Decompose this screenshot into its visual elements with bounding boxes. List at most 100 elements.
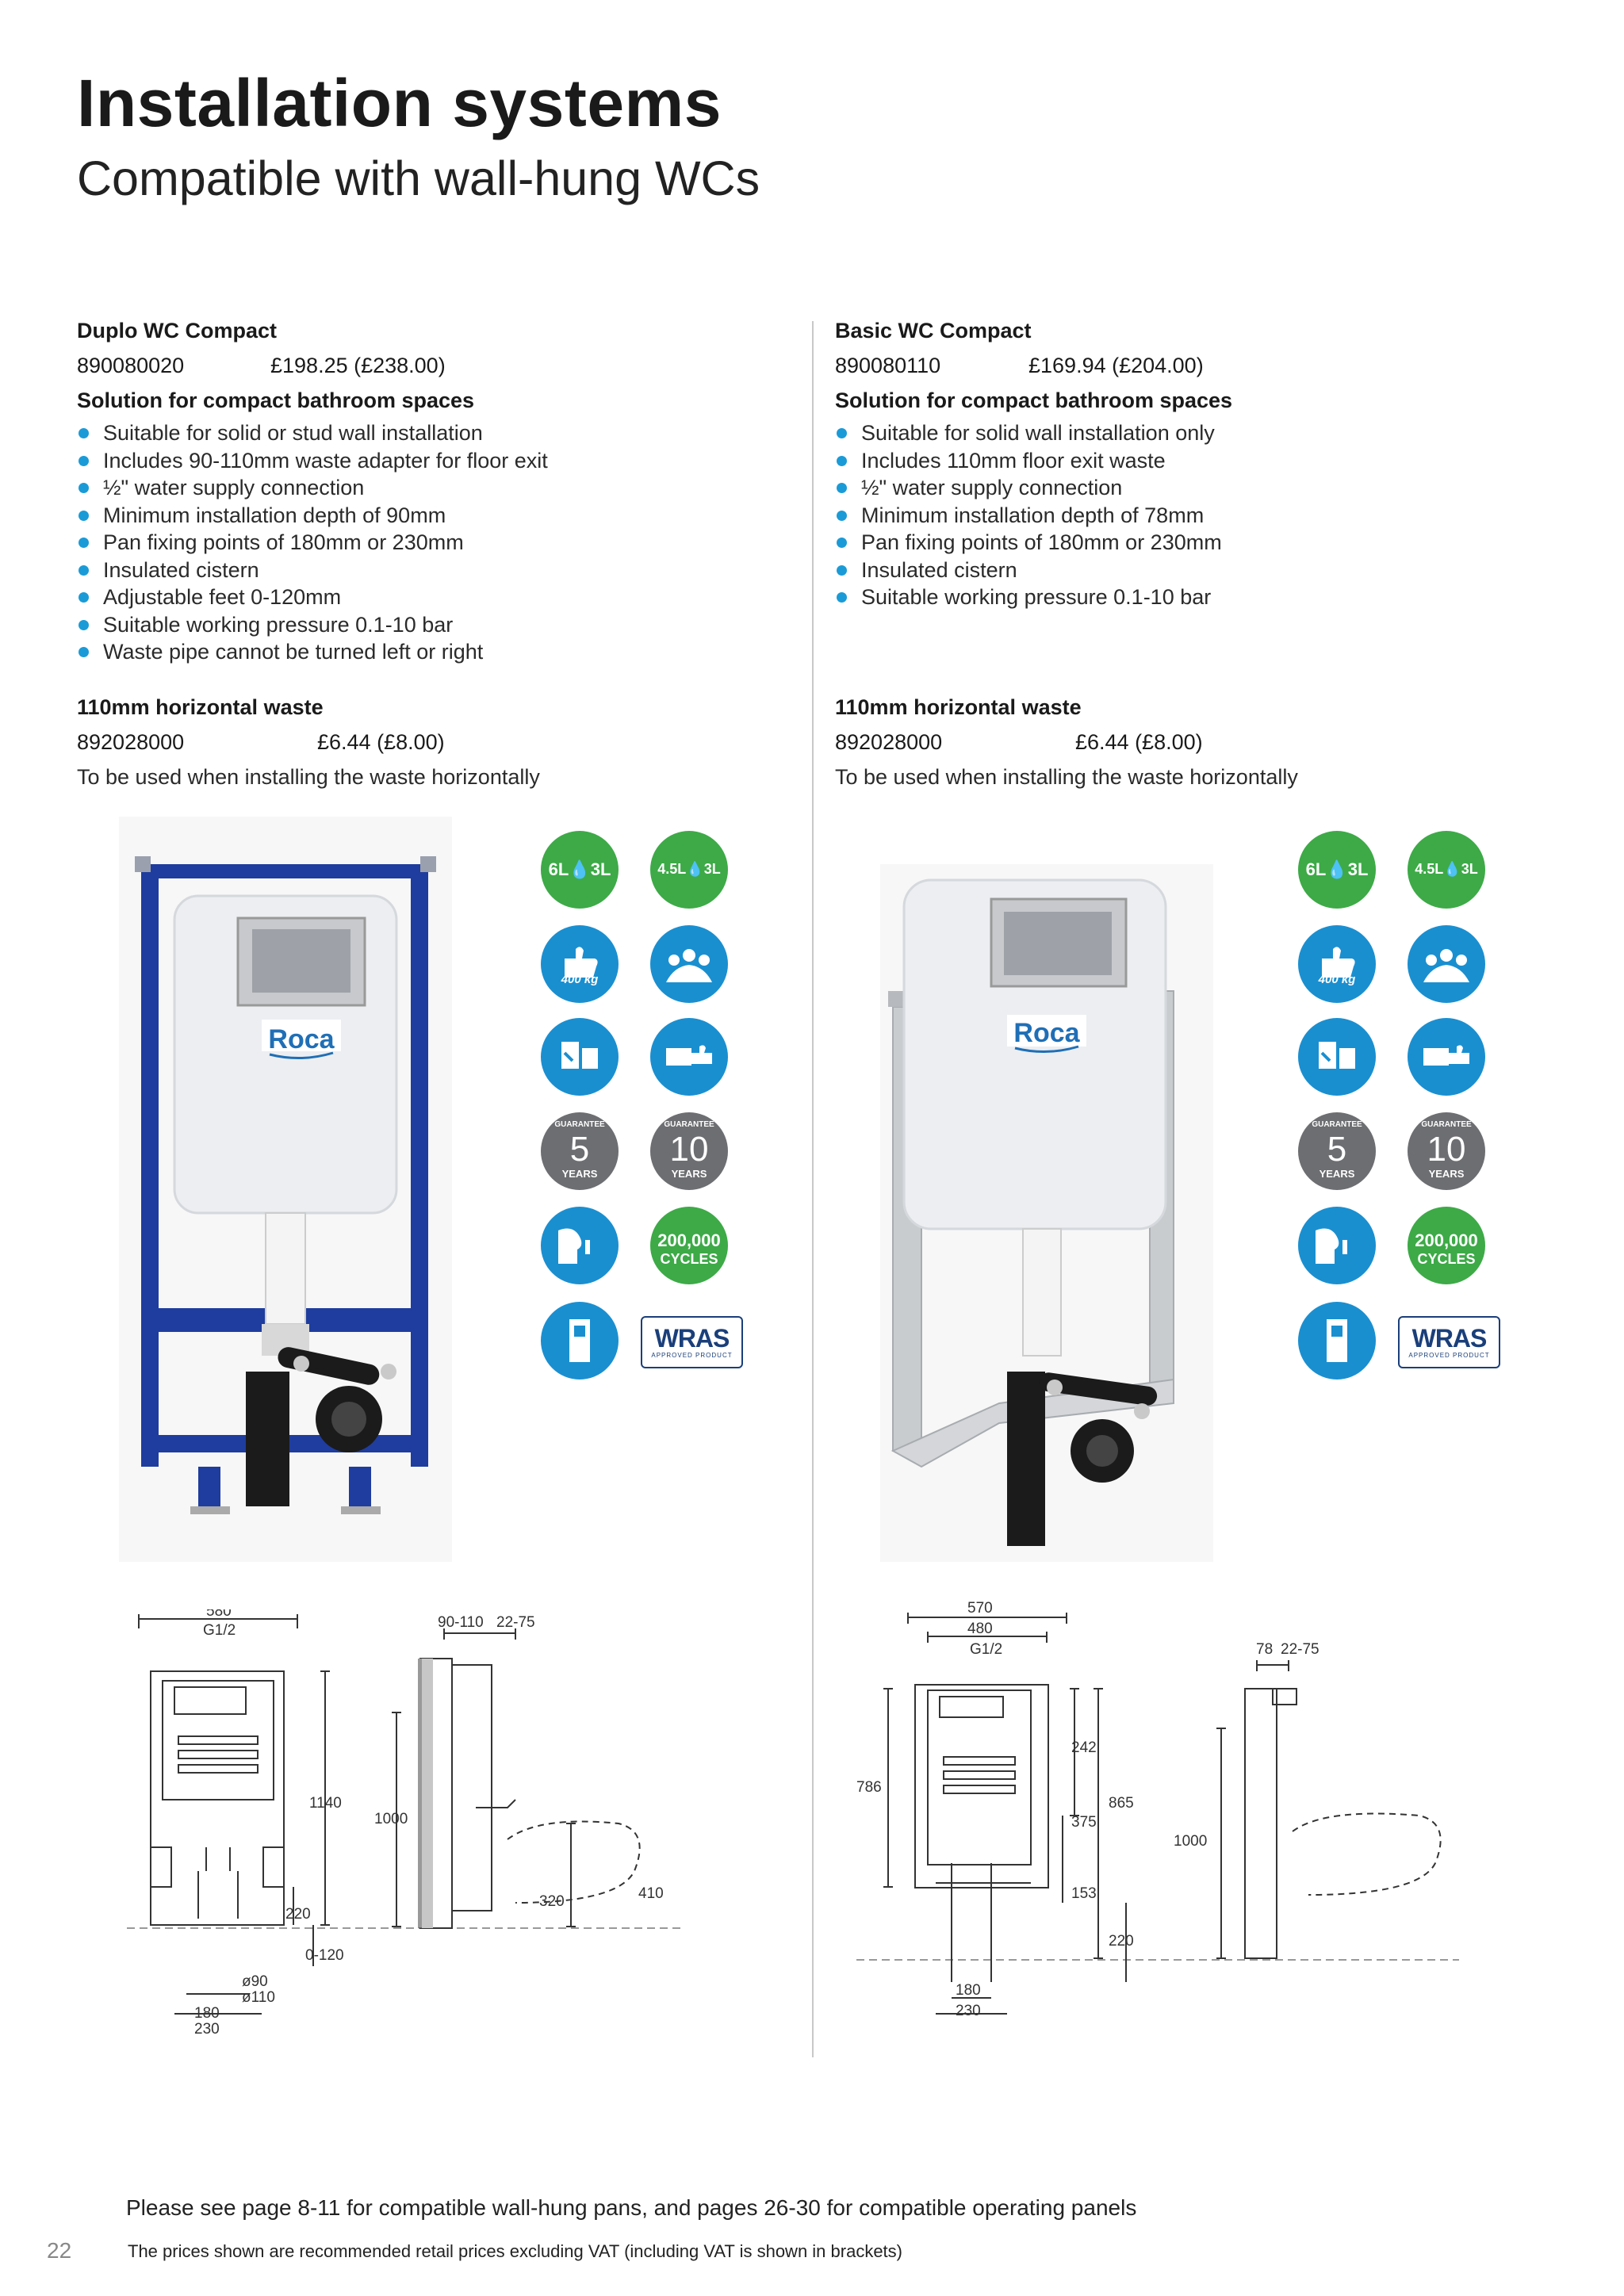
- product-code: 890080110: [835, 354, 941, 377]
- product-price: £198.25 (£238.00): [270, 354, 446, 377]
- guarantee-5-years-badge: GUARANTEE 5 YEARS: [1298, 1112, 1376, 1190]
- right-product-info: Basic WC Compact 890080110 £169.94 (£204…: [835, 313, 1533, 794]
- cycles-200000-badge: 200,000 CYCLES: [1408, 1207, 1485, 1284]
- dim-375: 375: [1071, 1814, 1097, 1831]
- page-title: Installation systems: [77, 66, 722, 140]
- guarantee-5-years-badge: GUARANTEE 5 YEARS: [541, 1112, 619, 1190]
- bullet-icon: [837, 564, 847, 576]
- bullet-icon: [79, 510, 89, 521]
- vat-note: The prices shown are recommended retail …: [128, 2241, 902, 2261]
- dim-waste-110: ø110: [242, 1989, 275, 2006]
- dim-865: 865: [1109, 1795, 1134, 1812]
- dim-feet-adjust: 0-120: [305, 1947, 344, 1964]
- dim-depth: 90-110: [438, 1614, 484, 1631]
- dual-flush-4-5l-3l-icon: 4.5L💧3L: [1408, 831, 1485, 909]
- feature-item: Adjustable feet 0-120mm: [77, 584, 775, 611]
- bullet-icon: [79, 647, 89, 657]
- feature-list: Suitable for solid or stud wall installa…: [77, 419, 775, 666]
- product-tagline: Solution for compact bathroom spaces: [77, 388, 475, 412]
- dim-wall-range: 22-75: [496, 1614, 535, 1631]
- users-group-icon: [650, 925, 728, 1003]
- accessory-note: To be used when installing the waste hor…: [835, 764, 1298, 789]
- feature-item: Suitable working pressure 0.1-10 bar: [77, 611, 775, 639]
- product-code: 890080020: [77, 354, 185, 377]
- dim-waste-90: ø90: [242, 1973, 268, 1990]
- dim-g-connection: G1/2: [970, 1641, 1002, 1658]
- dim-220: 220: [1109, 1933, 1134, 1950]
- product-code-row: 890080110 £169.94 (£204.00): [835, 348, 1533, 383]
- feature-item: Includes 110mm floor exit waste: [835, 447, 1533, 475]
- feature-list: Suitable for solid wall installation onl…: [835, 419, 1533, 611]
- bullet-icon: [79, 619, 89, 630]
- bullet-icon: [79, 428, 89, 438]
- dim-width-480: 480: [967, 1621, 993, 1637]
- brand-logo: Roca: [1013, 1018, 1080, 1048]
- dim-g-connection: G1/2: [203, 1622, 236, 1639]
- page-number: 22: [47, 2238, 72, 2263]
- bullet-icon: [79, 564, 89, 576]
- tool-free-install-icon: [541, 1018, 619, 1096]
- brand-logo: Roca: [268, 1024, 335, 1054]
- bullet-icon: [837, 455, 847, 466]
- dim-pan-180: 180: [956, 1982, 981, 1999]
- guarantee-10-years-badge: GUARANTEE 10 YEARS: [1408, 1112, 1485, 1190]
- dim-242: 242: [1071, 1739, 1097, 1756]
- dim-786: 786: [856, 1779, 882, 1796]
- compatibility-note: Please see page 8-11 for compatible wall…: [126, 2195, 1137, 2220]
- feature-item: Insulated cistern: [77, 557, 775, 584]
- accessory-code-row: 892028000 £6.44 (£8.00): [77, 725, 775, 760]
- feature-item: Insulated cistern: [835, 557, 1533, 584]
- accessory-name: 110mm horizontal waste: [77, 695, 324, 719]
- bullet-icon: [837, 538, 847, 548]
- feature-item: Suitable for solid wall installation onl…: [835, 419, 1533, 447]
- frame-height-icon: [541, 1302, 619, 1380]
- feature-item: Suitable for solid or stud wall installa…: [77, 419, 775, 447]
- bullet-icon: [837, 483, 847, 493]
- accessory-price: £6.44 (£8.00): [1075, 729, 1203, 754]
- dual-flush-6l-3l-icon: 6L💧3L: [1298, 831, 1376, 909]
- column-divider: [812, 321, 814, 2057]
- bullet-icon: [79, 538, 89, 548]
- cycles-200000-badge: 200,000 CYCLES: [650, 1207, 728, 1284]
- dim-pan-180: 180: [194, 2005, 220, 2022]
- tool-free-install-icon: [1298, 1018, 1376, 1096]
- dual-flush-4-5l-3l-icon: 4.5L💧3L: [650, 831, 728, 909]
- product-code-row: 890080020 £198.25 (£238.00): [77, 348, 775, 383]
- feature-item: Pan fixing points of 180mm or 230mm: [77, 529, 775, 557]
- quiet-operation-icon: [541, 1207, 619, 1284]
- product-tagline: Solution for compact bathroom spaces: [835, 388, 1233, 412]
- product-price: £169.94 (£204.00): [1028, 354, 1204, 377]
- dim-height-total: 1140: [309, 1795, 342, 1812]
- frame-height-icon: [1298, 1302, 1376, 1380]
- dim-depth-78: 78: [1256, 1641, 1273, 1658]
- page-subtitle: Compatible with wall-hung WCs: [77, 151, 760, 205]
- dim-frame-1000: 1000: [1174, 1833, 1207, 1850]
- dim-153: 153: [1071, 1885, 1097, 1902]
- feature-item: ½" water supply connection: [77, 474, 775, 502]
- dual-flush-6l-3l-icon: 6L💧3L: [541, 831, 619, 909]
- accessory-code: 892028000: [77, 729, 185, 754]
- guarantee-10-years-badge: GUARANTEE 10 YEARS: [650, 1112, 728, 1190]
- feature-item: ½" water supply connection: [835, 474, 1533, 502]
- dim-pan-320: 320: [539, 1893, 565, 1910]
- left-product-info: Duplo WC Compact 890080020 £198.25 (£238…: [77, 313, 775, 794]
- bullet-icon: [79, 483, 89, 493]
- wras-approved-logo: WRAS APPROVED PRODUCT: [1398, 1316, 1500, 1368]
- accessory-note: To be used when installing the waste hor…: [77, 764, 540, 789]
- quiet-operation-icon: [1298, 1207, 1376, 1284]
- right-technical-drawing: 570 480 G1/2 242 786 865 375 153 220 180…: [856, 1601, 1459, 2019]
- bullet-icon: [79, 455, 89, 466]
- left-product-photo: Roca: [119, 817, 452, 1562]
- dim-pan-410: 410: [638, 1885, 664, 1902]
- accessory-price: £6.44 (£8.00): [317, 729, 445, 754]
- right-product-photo: Roca: [880, 864, 1213, 1562]
- bullet-icon: [837, 510, 847, 521]
- dim-width-570: 570: [967, 1601, 993, 1617]
- load-capacity-icon: 400 kg: [1298, 925, 1376, 1003]
- bullet-icon: [837, 428, 847, 438]
- dim-pan-230: 230: [194, 2021, 220, 2038]
- hand-on-panel-icon: [1408, 1018, 1485, 1096]
- feature-item: Includes 90-110mm waste adapter for floo…: [77, 447, 775, 475]
- product-name: Basic WC Compact: [835, 319, 1032, 342]
- bullet-icon: [79, 592, 89, 603]
